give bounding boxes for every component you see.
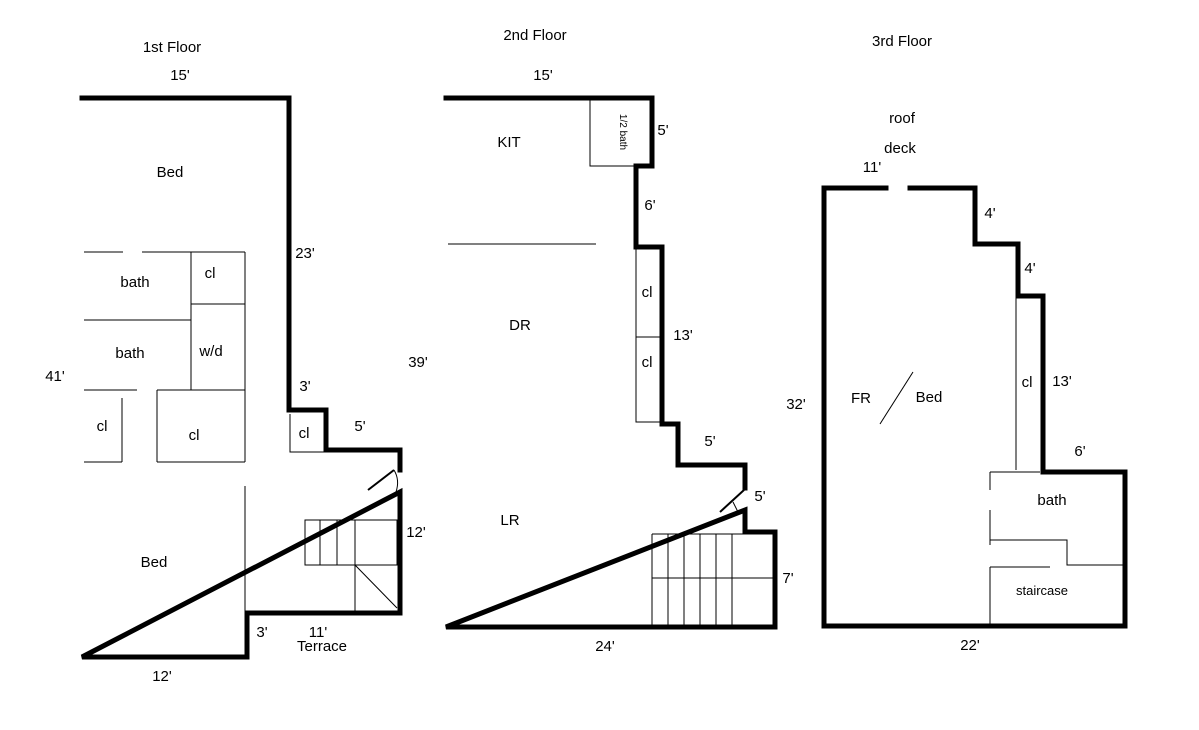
- first-floor-entry-door: [367, 469, 399, 493]
- first-floor-step-dimension: 3': [299, 378, 310, 395]
- second-floor-door-dimension: 5': [754, 488, 765, 505]
- second-floor-right-dimension: 13': [673, 327, 693, 344]
- closet-1-label: cl: [205, 265, 216, 282]
- third-floor-exterior-wall: [821, 185, 1128, 629]
- first-floor-interior-walls: [84, 251, 326, 612]
- third-floor-step1-dimension: 4': [984, 205, 995, 222]
- deck-label: deck: [884, 140, 916, 157]
- second-floor-interior-walls: [448, 100, 660, 423]
- second-floor-top-dimension: 15': [533, 67, 553, 84]
- third-floor-closet-label: cl: [1022, 374, 1033, 391]
- first-floor-title: 1st Floor: [143, 39, 201, 56]
- second-floor-bottom-dimension: 24': [595, 638, 615, 655]
- terrace-label: Terrace: [297, 638, 347, 655]
- first-floor-notch-dimension: 3': [256, 624, 267, 641]
- second-floor-closet-1-label: cl: [642, 284, 653, 301]
- bath-2-label: bath: [115, 345, 144, 362]
- first-floor-ledge-dimension: 5': [354, 418, 365, 435]
- staircase-label: staircase: [1016, 583, 1068, 598]
- third-floor-step2-dimension: 4': [1024, 260, 1035, 277]
- second-floor-exterior-wall: [443, 95, 778, 630]
- first-floor-exterior-wall: [79, 95, 403, 660]
- third-floor-bath-label: bath: [1037, 492, 1066, 509]
- closet-2-label: cl: [97, 418, 108, 435]
- bed-bottom-label: Bed: [141, 554, 168, 571]
- closet-4-label: cl: [299, 425, 310, 442]
- washer-dryer-label: w/d: [198, 343, 222, 360]
- first-floor-top-dimension: 15': [170, 67, 190, 84]
- third-floor-right-dimension: 13': [1052, 373, 1072, 390]
- third-floor-bed-label: Bed: [916, 389, 943, 406]
- bed-top-label: Bed: [157, 164, 184, 181]
- bath-1-label: bath: [120, 274, 149, 291]
- roof-label: roof: [889, 110, 916, 127]
- fr-bed-slash: [879, 371, 914, 425]
- second-floor-step1-dimension: 6': [644, 197, 655, 214]
- kitchen-label: KIT: [497, 134, 520, 151]
- terrace-width-dimension: 11': [309, 624, 328, 641]
- second-floor-entry-door: [719, 489, 745, 513]
- first-floor-stair-dimension: 12': [406, 524, 426, 541]
- second-floor-plan: 2nd Floor 15' 5' 6' 13' 5' 5' 7' 39' 24'…: [408, 27, 794, 655]
- first-floor-left-dimension: 41': [45, 368, 65, 385]
- third-floor-plan: 3rd Floor roof deck 11' 4' 4' 13' 6' 32'…: [786, 33, 1128, 654]
- third-floor-step3-dimension: 6': [1074, 443, 1085, 460]
- closet-3-label: cl: [189, 427, 200, 444]
- third-floor-bottom-dimension: 22': [960, 637, 980, 654]
- first-floor-right-dimension: 23': [295, 245, 315, 262]
- third-floor-top-dimension: 11': [863, 159, 882, 176]
- second-floor-stair-dimension: 7': [782, 570, 793, 587]
- family-room-label: FR: [851, 390, 871, 407]
- first-floor-bottom-dimension: 12': [152, 668, 172, 685]
- living-room-label: LR: [500, 512, 519, 529]
- second-floor-closet-2-label: cl: [642, 354, 653, 371]
- third-floor-interior-walls: [989, 298, 1123, 624]
- first-floor-plan: 1st Floor 15' 41' 12' 23' 3' 5' 12' 3' 1…: [45, 39, 426, 685]
- second-floor-step2-dimension: 5': [704, 433, 715, 450]
- dining-room-label: DR: [509, 317, 531, 334]
- second-floor-staircase: [651, 533, 773, 625]
- second-floor-left-dimension: 39': [408, 354, 428, 371]
- third-floor-left-dimension: 32': [786, 396, 806, 413]
- first-floor-staircase: [304, 519, 398, 611]
- half-bath-dimension: 5': [657, 122, 668, 139]
- half-bath-label: 1/2 bath: [617, 114, 628, 150]
- second-floor-title: 2nd Floor: [503, 27, 566, 44]
- third-floor-title: 3rd Floor: [872, 33, 932, 50]
